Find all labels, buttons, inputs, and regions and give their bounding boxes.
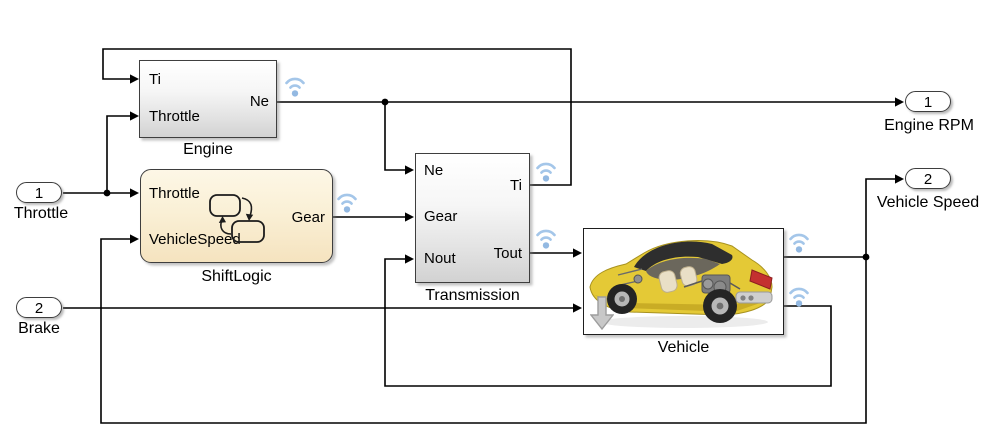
transmission-outport-ti-label: Ti bbox=[510, 177, 522, 194]
transmission-inport-ne-label: Ne bbox=[424, 162, 444, 179]
wire-nout-feedback[interactable] bbox=[384, 254, 832, 387]
shiftlogic-block-name[interactable]: ShiftLogic bbox=[201, 268, 272, 285]
vehicle-block-name[interactable]: Vehicle bbox=[657, 339, 710, 356]
wire-vehicle-speed[interactable] bbox=[100, 174, 904, 424]
outport-1-number: 1 bbox=[923, 94, 933, 111]
wire-junction-dot bbox=[381, 98, 389, 106]
wire-tout[interactable] bbox=[530, 248, 582, 258]
vehicle-car-image bbox=[589, 240, 773, 328]
outport-2-number: 2 bbox=[923, 171, 933, 188]
wire-throttle[interactable] bbox=[63, 111, 139, 198]
transmission-outport-tout-label: Tout bbox=[493, 245, 522, 262]
engine-inport-throttle-label: Throttle bbox=[149, 108, 200, 125]
logged-signal-icon-ne[interactable] bbox=[283, 70, 307, 100]
shiftlogic-inport-vehiclespeed-label: VehicleSpeed bbox=[149, 231, 241, 248]
logged-signal-icon-ti[interactable] bbox=[534, 155, 558, 185]
inport-1-throttle[interactable]: 1 bbox=[16, 182, 62, 203]
inport-2-number: 2 bbox=[34, 300, 44, 317]
shiftlogic-block[interactable]: Throttle VehicleSpeed Gear bbox=[140, 169, 333, 263]
transmission-inport-nout-label: Nout bbox=[424, 250, 456, 267]
logged-signal-icon-vehicle-out2[interactable] bbox=[787, 280, 811, 310]
wire-brake[interactable] bbox=[63, 303, 582, 313]
engine-outport-ne-label: Ne bbox=[249, 93, 269, 110]
logged-signal-icon-vehicle-out1[interactable] bbox=[787, 226, 811, 256]
inport-2-label: Brake bbox=[18, 320, 60, 337]
engine-inport-ti-label: Ti bbox=[149, 71, 161, 88]
logged-signal-icon-tout[interactable] bbox=[534, 222, 558, 252]
transmission-inport-gear-label: Gear bbox=[424, 208, 458, 225]
transmission-block[interactable]: Ne Gear Nout Ti Tout bbox=[415, 153, 530, 283]
wire-junction-dot bbox=[103, 189, 111, 197]
outport-1-engine-rpm[interactable]: 1 bbox=[905, 91, 951, 112]
logged-signal-icon-gear[interactable] bbox=[335, 186, 359, 216]
wire-ne[interactable] bbox=[277, 97, 904, 175]
shiftlogic-outport-gear-label: Gear bbox=[291, 209, 325, 226]
shiftlogic-inport-throttle-label: Throttle bbox=[149, 185, 200, 202]
transmission-block-name[interactable]: Transmission bbox=[425, 287, 520, 304]
outport-2-vehicle-speed[interactable]: 2 bbox=[905, 168, 951, 189]
vehicle-block[interactable] bbox=[583, 228, 784, 335]
wire-ti-feedback[interactable] bbox=[102, 48, 572, 186]
outport-2-label: Vehicle Speed bbox=[876, 194, 980, 211]
engine-block-name[interactable]: Engine bbox=[183, 141, 233, 158]
engine-block[interactable]: Ti Throttle Ne bbox=[139, 60, 277, 138]
wire-junction-dot bbox=[862, 253, 870, 261]
inport-2-brake[interactable]: 2 bbox=[16, 297, 62, 318]
library-link-down-arrow-icon bbox=[590, 296, 614, 331]
inport-1-label: Throttle bbox=[13, 205, 69, 222]
stateflow-chart-icon bbox=[209, 194, 265, 243]
wire-gear[interactable] bbox=[333, 212, 414, 222]
outport-1-label: Engine RPM bbox=[884, 117, 974, 134]
inport-1-number: 1 bbox=[34, 185, 44, 202]
